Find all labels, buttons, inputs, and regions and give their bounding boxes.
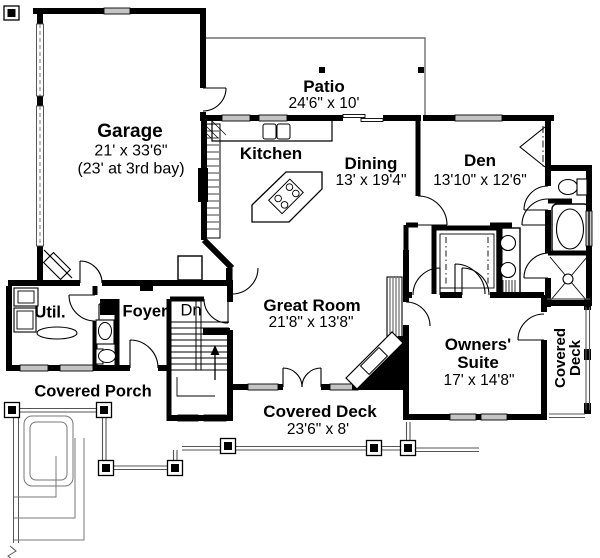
garage-label: Garage (97, 121, 163, 143)
staircase (171, 299, 229, 397)
covered-deck-label: Covered Deck (263, 402, 377, 422)
covered-porch-label: Covered Porch (34, 382, 152, 401)
covered-deck-right-label: Covered Deck (552, 327, 584, 389)
exterior-walls (6, 8, 592, 421)
railings (18, 298, 591, 471)
patio-dim: 24'6" x 10' (288, 94, 360, 112)
util-label: Util. (34, 303, 66, 322)
door-arcs (68, 87, 549, 388)
media-niche (386, 276, 403, 340)
great-room-dim: 21'8" x 13'8" (268, 313, 354, 331)
kitchen-fixtures (205, 121, 333, 239)
stair-down-arrow (210, 345, 220, 355)
pantry-shelf-hatch (205, 119, 227, 230)
covered-deck-dim: 23'6" x 8' (286, 420, 350, 438)
posts (3, 5, 417, 477)
dining-dim: 13' x 19'4" (335, 171, 407, 189)
entry-steps (7, 414, 85, 558)
den-closet (519, 126, 546, 168)
wall-chunks (100, 67, 591, 414)
patio-label: Patio (303, 77, 345, 97)
sliding-door (342, 114, 384, 122)
den-dim: 13'10" x 12'6" (433, 171, 527, 189)
owners-suite-dim: 17' x 14'8" (443, 371, 515, 389)
fireplace (345, 331, 406, 390)
foyer-label: Foyer (122, 302, 168, 321)
patio-outline (201, 37, 426, 118)
kitchen-label: Kitchen (239, 144, 303, 164)
den-label: Den (463, 151, 497, 171)
util-fixtures (13, 287, 116, 365)
great-room-label: Great Room (263, 296, 361, 316)
stairs-dn-label: Dn (180, 301, 202, 320)
dining-label: Dining (344, 154, 398, 174)
garage-doors (36, 23, 44, 247)
bath-fixtures (496, 178, 590, 302)
garage-dim1: 21' x 33'6" (94, 142, 168, 160)
garage-dim2: (23' at 3rd bay) (77, 160, 185, 178)
garage-fixtures (42, 249, 203, 281)
walkin-closet (439, 233, 495, 289)
owners-suite-label: Owners' Suite (444, 335, 512, 372)
linen-hatch (499, 280, 516, 293)
interior-walls (92, 121, 589, 421)
